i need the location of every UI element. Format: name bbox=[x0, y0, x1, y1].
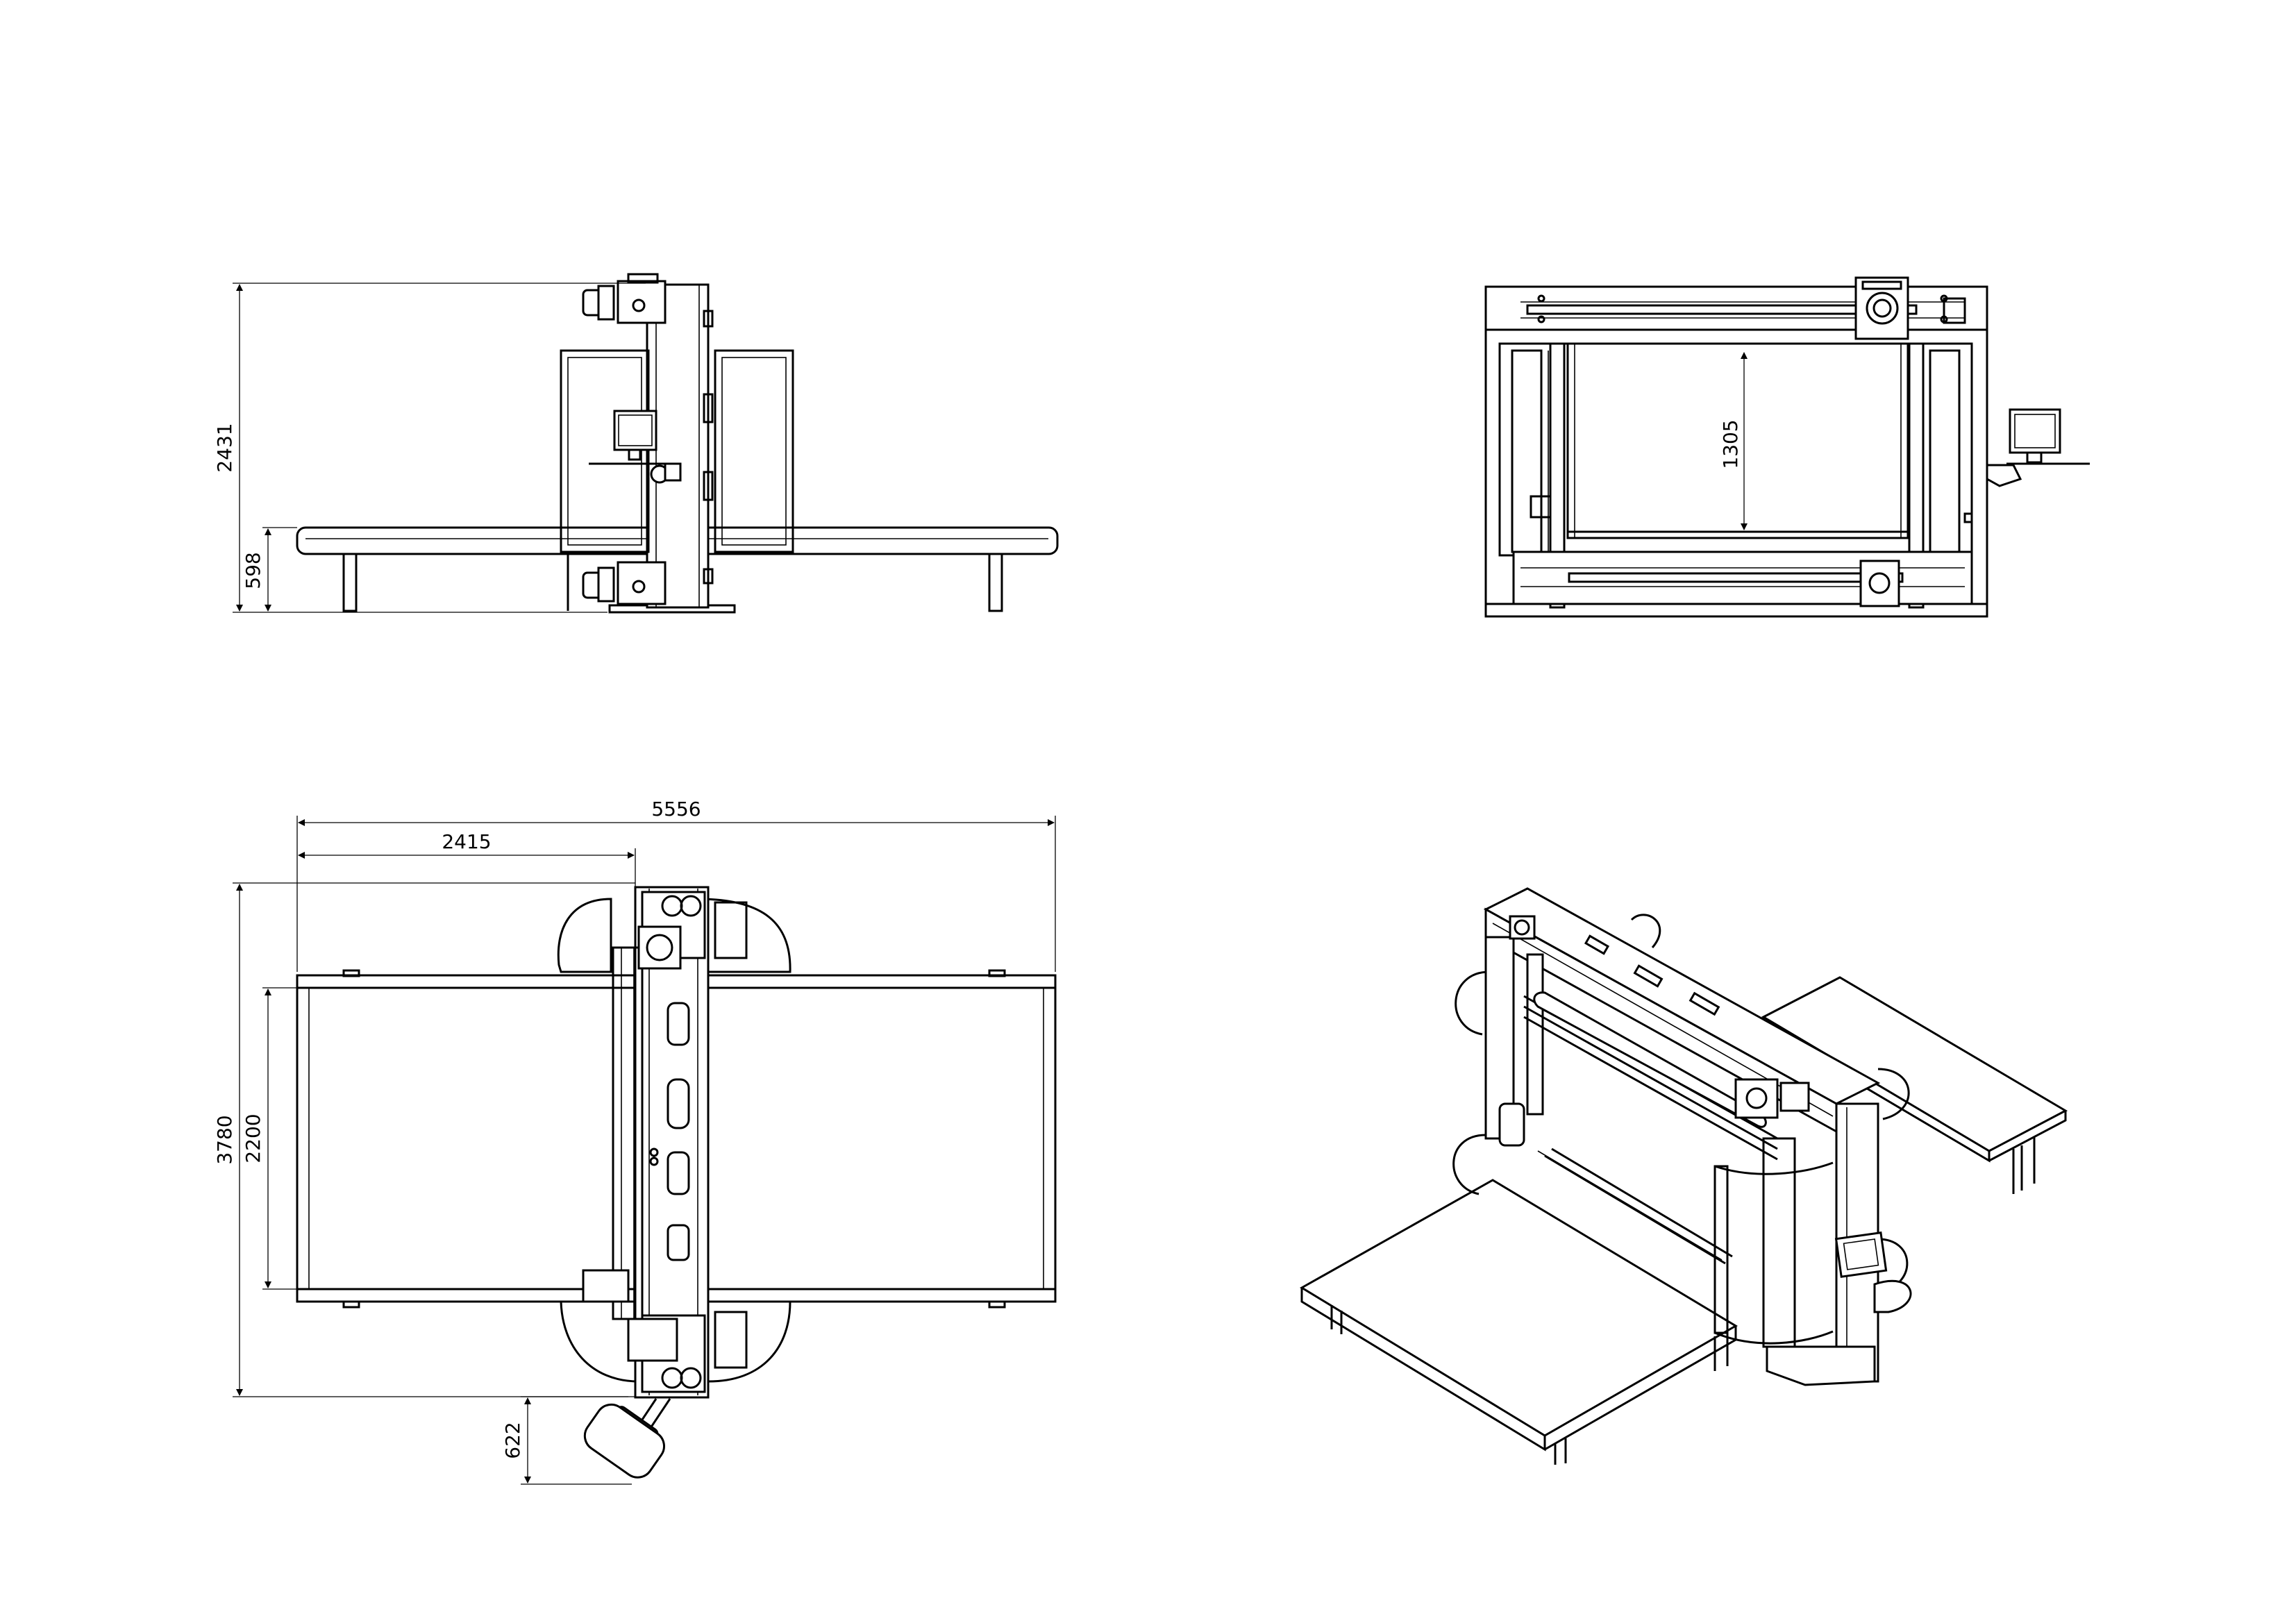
plan-view: 5556 2415 3780 2200 622 bbox=[213, 798, 1057, 1485]
side-elevation-view: 2431 598 bbox=[213, 273, 1059, 614]
isometric-view bbox=[1300, 887, 2068, 1465]
dim-overall-width: 3780 bbox=[213, 1115, 236, 1164]
front-elevation-view: 1305 bbox=[1484, 276, 2090, 618]
dim-overall-height: 2431 bbox=[213, 423, 236, 472]
dim-cutting-height: 1305 bbox=[1719, 419, 1742, 469]
plan-console bbox=[583, 1398, 671, 1479]
dim-table-width: 2200 bbox=[242, 1113, 265, 1163]
dim-overall-length: 5556 bbox=[651, 798, 701, 821]
dim-table-to-gantry: 2415 bbox=[442, 830, 491, 853]
iso-console bbox=[1834, 1231, 1912, 1313]
dim-table-height: 598 bbox=[242, 552, 265, 589]
dim-console-offset: 622 bbox=[501, 1422, 524, 1458]
